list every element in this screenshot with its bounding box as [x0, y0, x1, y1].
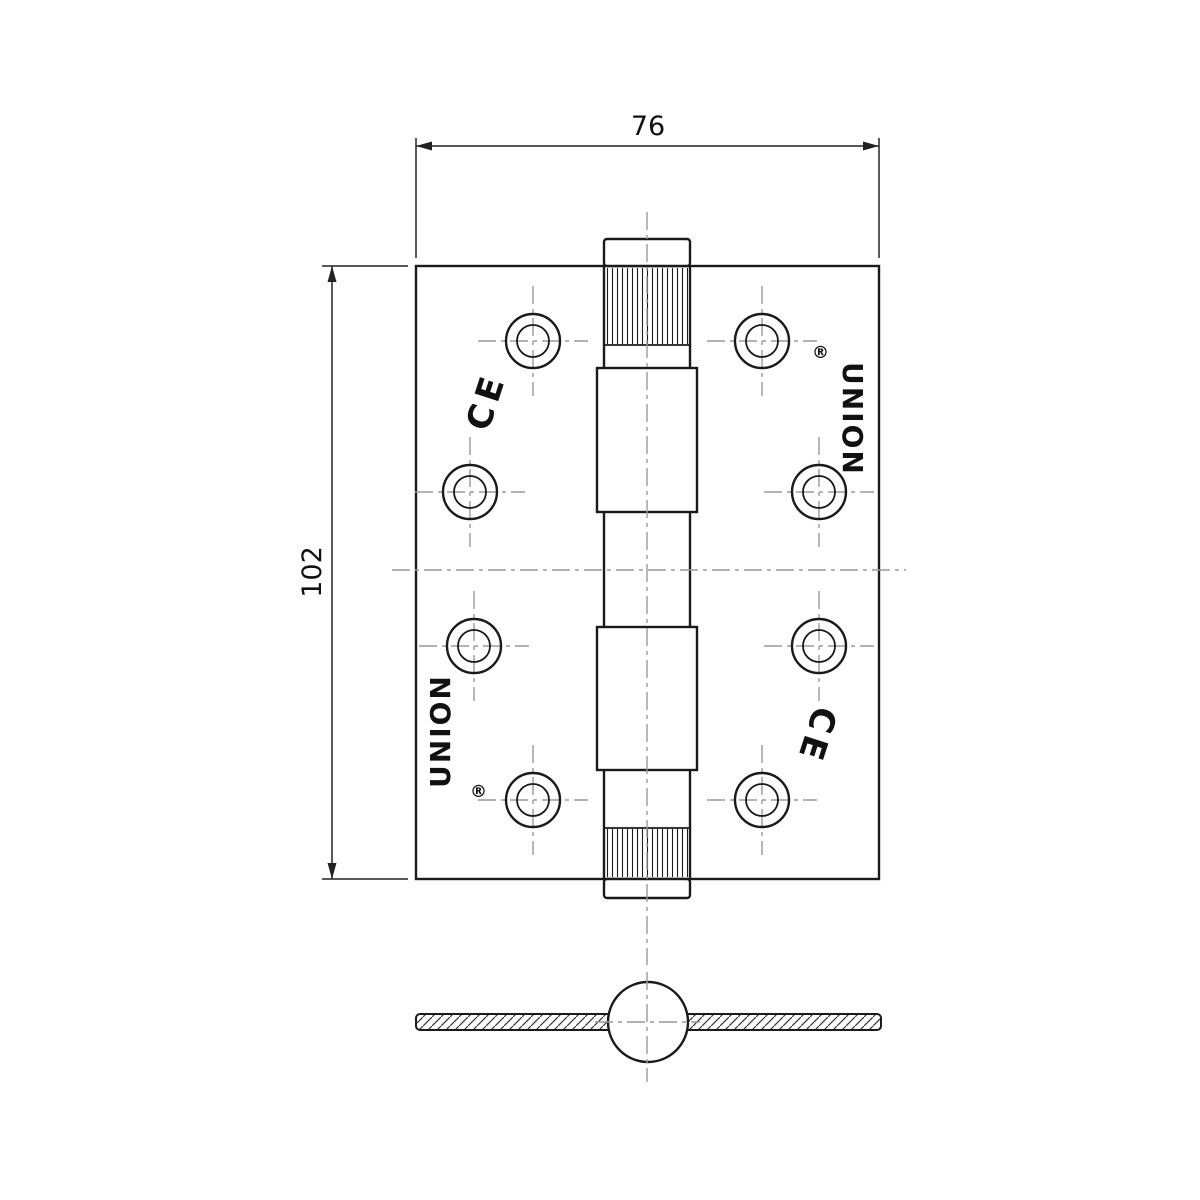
height-dimension: 102	[297, 265, 408, 880]
height-dimension-label: 102	[297, 546, 328, 598]
arrowhead-top	[327, 266, 337, 282]
arrowhead-left	[416, 141, 432, 151]
arrowhead-bottom	[327, 863, 337, 879]
brand-logo-left: UNION	[424, 674, 457, 788]
hinge-front-view: CE CE UNION ® UNION ®	[392, 212, 906, 965]
brand-logo-right: UNION	[836, 362, 869, 476]
hinge-bottom-view	[415, 972, 882, 1082]
width-dimension: 76	[415, 111, 880, 258]
registered-mark-right: ®	[812, 343, 829, 363]
arrowhead-right	[863, 141, 879, 151]
bearing-housing-bottom	[595, 625, 699, 772]
registered-mark-left: ®	[470, 782, 487, 802]
width-dimension-label: 76	[631, 111, 665, 142]
